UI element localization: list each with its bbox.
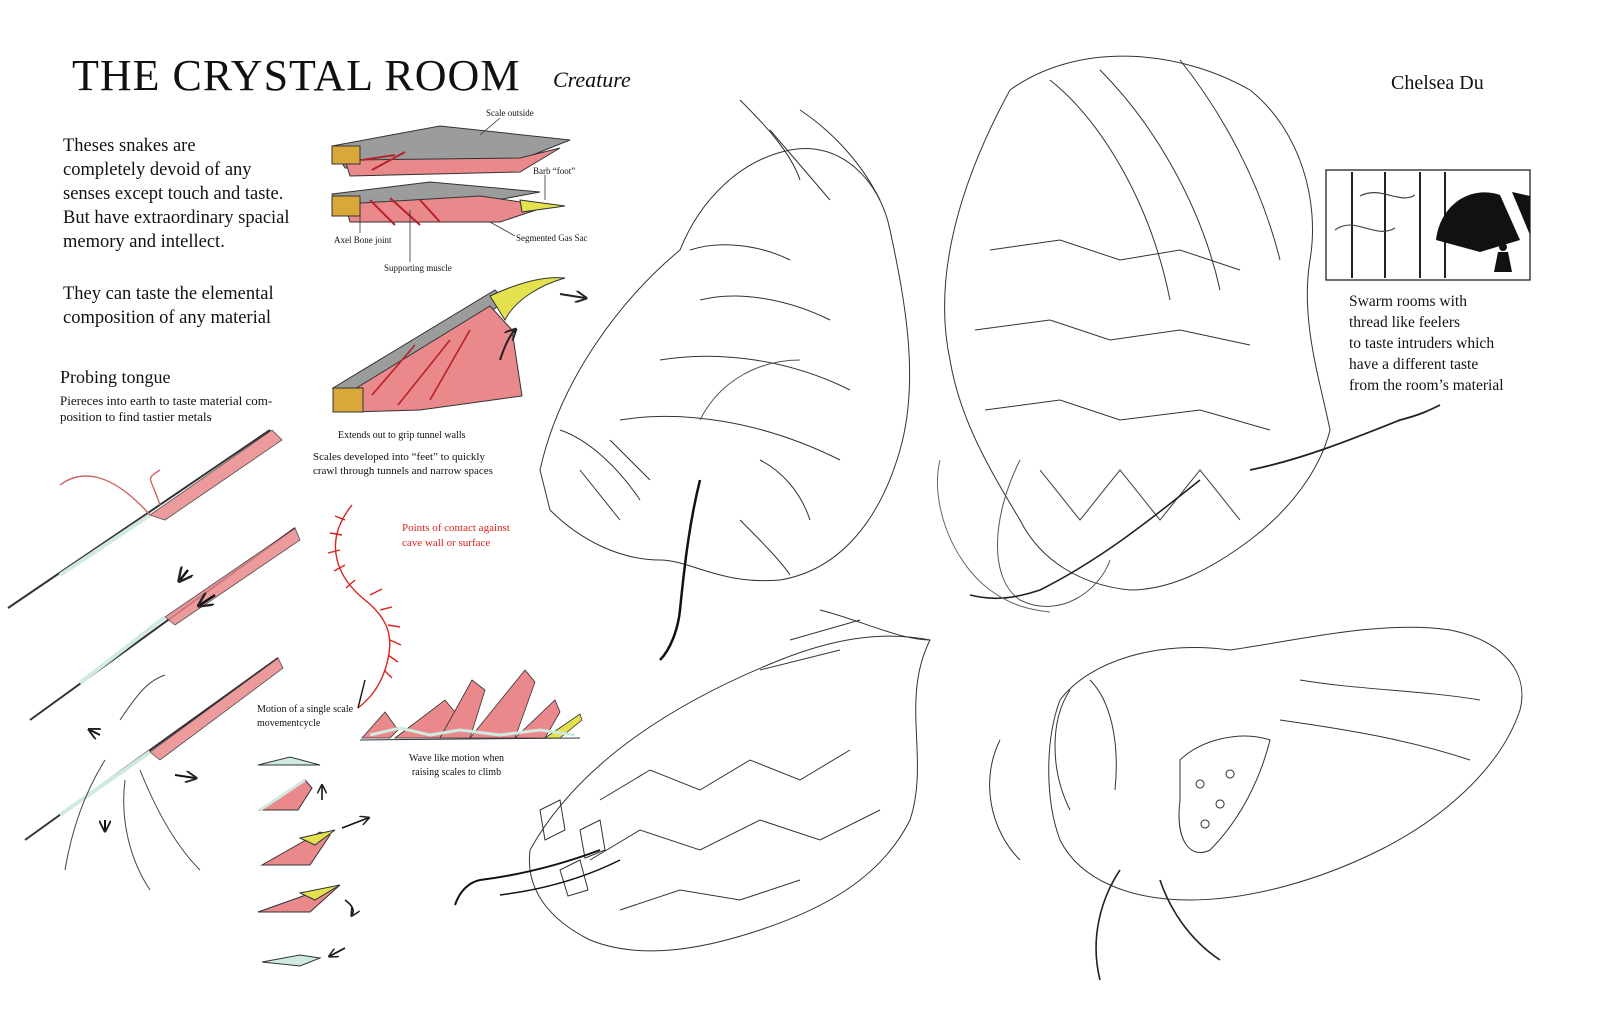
intro-line: senses except touch and taste.	[63, 184, 284, 204]
scale-anatomy-diagram-3	[331, 277, 585, 413]
creature-head-bottom-sketch	[989, 626, 1523, 981]
single-scale-line: Motion of a single scale	[257, 704, 354, 715]
page-subtitle: Creature	[553, 67, 631, 92]
intro-line: They can taste the elemental	[63, 284, 274, 304]
single-scale-motion-diagram	[257, 756, 368, 967]
swarm-line: to taste intruders which	[1349, 335, 1495, 352]
swarm-line: from the room’s material	[1349, 377, 1504, 394]
swarm-caption: Swarm rooms with thread like feelers to …	[1349, 291, 1504, 396]
tongue-sketch-2	[29, 527, 301, 721]
swarm-room-thumbnail	[1325, 169, 1531, 281]
creature-head-sketch	[539, 99, 911, 661]
wave-caption: Wave like motion when raising scales to …	[409, 752, 504, 780]
wave-line: raising scales to climb	[411, 767, 502, 778]
tongue-sketch-3	[24, 657, 284, 891]
tongue-sketch-1	[7, 429, 283, 609]
label-muscle: Supporting muscle	[384, 263, 452, 273]
feet-line: Scales developed into “feet” to quickly	[313, 451, 485, 463]
creature-crystal-body-sketch	[454, 609, 931, 952]
feet-line: crawl through tunnels and narrow spaces	[313, 465, 493, 477]
label-scale-outside: Scale outside	[486, 108, 534, 118]
swarm-line: Swarm rooms with	[1349, 293, 1467, 310]
wave-line: Wave like motion when	[409, 753, 505, 764]
swarm-line: thread like feelers	[1349, 314, 1461, 331]
page-title: THE CRYSTAL ROOM	[72, 51, 521, 100]
single-scale-caption: Motion of a single scale movementcycle	[257, 703, 353, 731]
tongue-heading: Probing tongue	[60, 367, 171, 387]
wave-scales-diagram	[359, 669, 583, 741]
grip-caption: Extends out to grip tunnel walls	[338, 430, 466, 441]
intro-line: composition of any material	[63, 308, 272, 328]
scale-anatomy-diagram-2	[330, 181, 566, 226]
tongue-line: position to find tastier metals	[60, 409, 212, 424]
label-axel-bone: Axel Bone joint	[334, 235, 392, 245]
tongue-description: Piereces into earth to taste material co…	[60, 393, 330, 425]
intro-paragraph-1: Theses snakes are completely devoid of a…	[63, 134, 333, 254]
label-gas-sac: Segmented Gas Sac	[516, 233, 588, 243]
intro-line: But have extraordinary spacial	[63, 208, 290, 228]
tongue-line: Piereces into earth to taste material co…	[60, 393, 273, 408]
author-name: Chelsea Du	[1391, 72, 1484, 94]
contact-points-sketch	[327, 504, 402, 709]
intro-line: completely devoid of any	[63, 160, 252, 180]
swarm-line: have a different taste	[1349, 356, 1479, 373]
intro-line: memory and intellect.	[63, 232, 225, 252]
intro-paragraph-2: They can taste the elemental composition…	[63, 282, 333, 330]
contact-caption: Points of contact against cave wall or s…	[402, 521, 510, 551]
feet-caption: Scales developed into “feet” to quickly …	[313, 450, 493, 478]
contact-line: cave wall or surface	[402, 537, 491, 549]
single-scale-line: movementcycle	[257, 718, 321, 729]
label-barb-foot: Barb “foot”	[533, 166, 576, 176]
contact-line: Points of contact against	[402, 522, 510, 534]
intro-line: Theses snakes are	[63, 136, 196, 156]
